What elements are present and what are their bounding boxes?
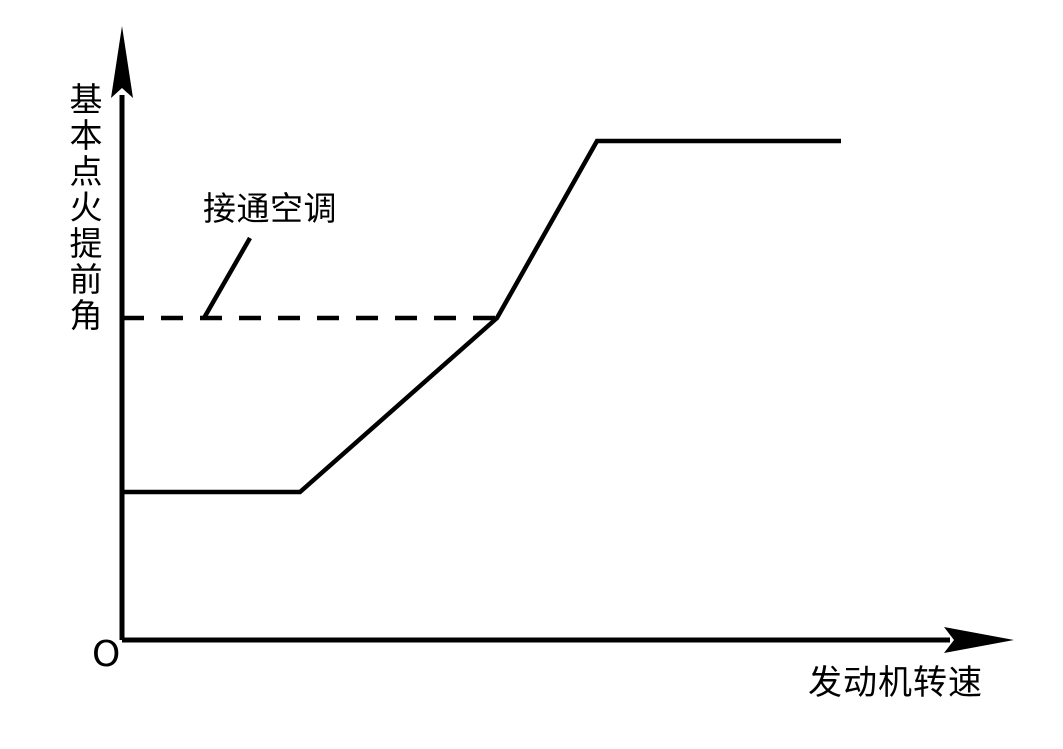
- annotation-leader-line: [202, 236, 252, 320]
- ignition-advance-curve: [122, 138, 841, 495]
- y-axis-arrow-icon: [111, 26, 133, 98]
- x-axis-arrow-icon: [944, 627, 1014, 653]
